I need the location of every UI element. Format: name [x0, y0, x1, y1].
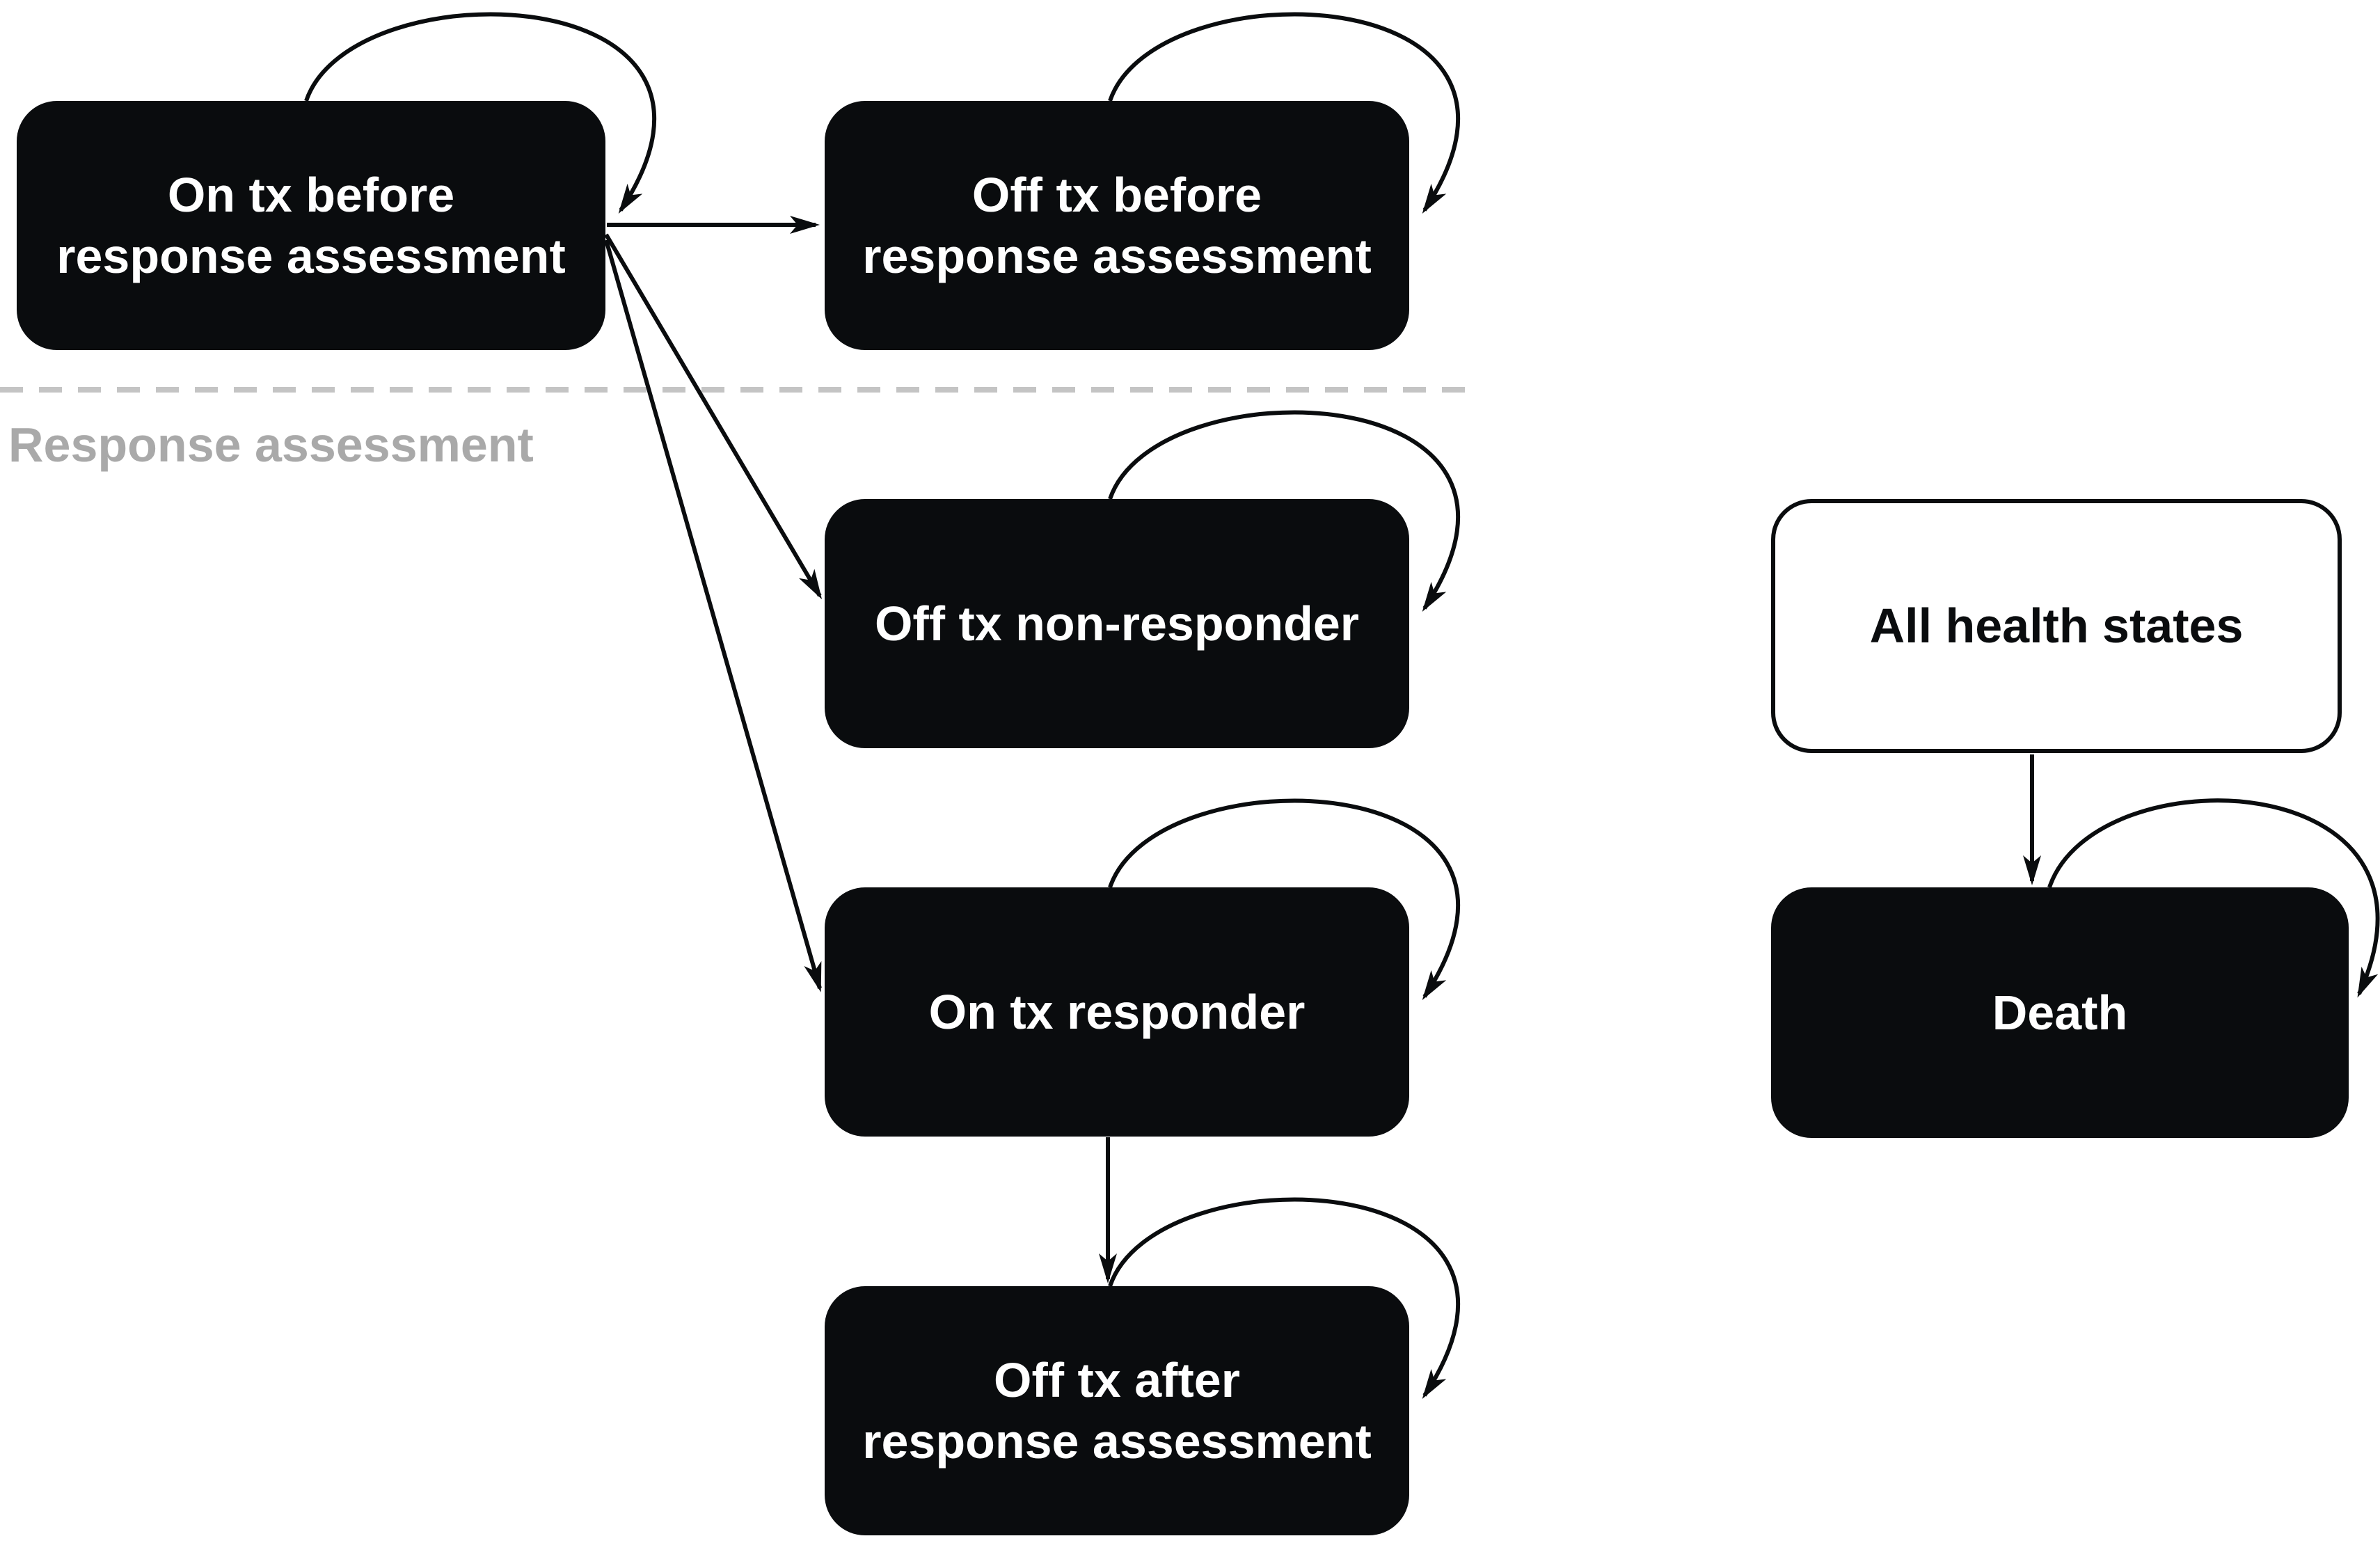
arrow-on-tx-before-to-on-tx-responder [604, 239, 822, 992]
state-label-line: Off tx after [994, 1352, 1240, 1407]
state-on-tx-before-response-assessment: On tx before response assessment [17, 101, 605, 350]
state-off-tx-non-responder: Off tx non-responder [825, 499, 1409, 748]
state-on-tx-responder: On tx responder [825, 887, 1409, 1137]
state-label-line: response assessment [56, 229, 566, 283]
self-loop-off-tx-before [1108, 12, 1460, 214]
self-loop-on-tx-responder [1108, 798, 1460, 1001]
self-loop-death [2047, 798, 2380, 998]
state-all-health-states: All health states [1771, 499, 2342, 753]
self-loop-off-tx-nonresponder [1108, 410, 1460, 612]
state-off-tx-after-response-assessment: Off tx after response assessment [825, 1286, 1409, 1535]
state-off-tx-before-response-assessment: Off tx before response assessment [825, 101, 1409, 350]
state-label-line: response assessment [862, 1414, 1372, 1469]
response-assessment-divider-label: Response assessment [8, 418, 534, 472]
self-loop-off-tx-after [1108, 1197, 1460, 1400]
state-label-line: Off tx non-responder [874, 596, 1360, 651]
state-label-line: All health states [1869, 599, 2244, 654]
state-label-line: Death [1992, 985, 2128, 1040]
state-label-line: response assessment [862, 229, 1372, 283]
arrow-on-tx-before-to-off-tx-nonresponder [604, 233, 823, 600]
state-label-line: On tx before [167, 167, 455, 222]
state-label-line: On tx responder [928, 984, 1306, 1039]
state-label-line: Off tx before [971, 167, 1262, 222]
self-loop-on-tx-before [304, 12, 656, 214]
state-death: Death [1771, 887, 2349, 1138]
